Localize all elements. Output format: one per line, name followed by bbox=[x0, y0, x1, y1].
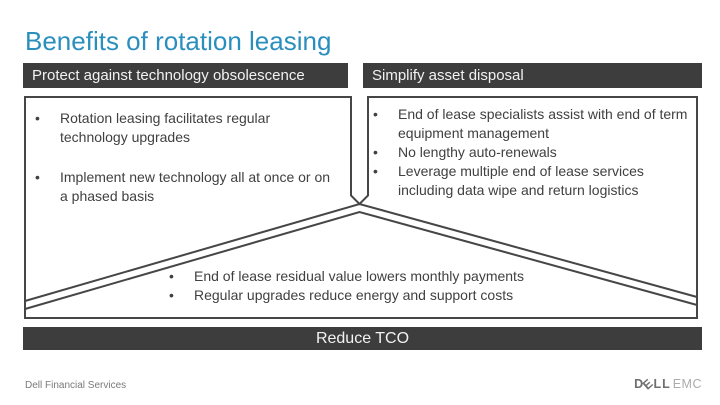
bullet-dot bbox=[369, 162, 398, 181]
dell-wordmark: DELL bbox=[634, 376, 671, 393]
bullet-item: End of lease specialists assist with end… bbox=[369, 105, 695, 143]
logo-letters-ll: LL bbox=[653, 377, 671, 391]
emc-wordmark: EMC bbox=[672, 377, 702, 391]
bullet-text: Leverage multiple end of lease services … bbox=[398, 163, 644, 198]
bullet-item: No lengthy auto-renewals bbox=[369, 143, 695, 162]
right-column-header: Simplify asset disposal bbox=[363, 63, 702, 88]
bullet-item: Rotation leasing facilitates regular tec… bbox=[31, 109, 336, 147]
footer-brand-text: Dell Financial Services bbox=[25, 380, 127, 391]
left-column-header: Protect against technology obsolescence bbox=[23, 63, 348, 88]
slide-title: Benefits of rotation leasing bbox=[25, 26, 332, 56]
bullet-text: Implement new technology all at once or … bbox=[60, 169, 331, 204]
bullet-text: No lengthy auto-renewals bbox=[398, 144, 557, 160]
right-column-bullet-list: End of lease specialists assist with end… bbox=[369, 105, 695, 200]
bullet-text: Rotation leasing facilitates regular tec… bbox=[60, 110, 271, 145]
left-column-bullet-list: Rotation leasing facilitates regular tec… bbox=[31, 109, 336, 227]
bullet-dot bbox=[165, 267, 194, 286]
bullet-dot bbox=[31, 109, 60, 128]
bullet-item: Implement new technology all at once or … bbox=[31, 168, 336, 206]
bullet-item: End of lease residual value lowers month… bbox=[165, 267, 595, 286]
bullet-item: Leverage multiple end of lease services … bbox=[369, 162, 695, 200]
bullet-dot bbox=[369, 143, 398, 162]
bullet-text: Regular upgrades reduce energy and suppo… bbox=[194, 287, 514, 303]
bullet-dot bbox=[369, 105, 398, 124]
bullet-dot bbox=[31, 168, 60, 187]
reduce-tco-bar: Reduce TCO bbox=[23, 327, 702, 350]
logo-letter-d: D bbox=[634, 377, 645, 391]
bullet-item: Regular upgrades reduce energy and suppo… bbox=[165, 286, 595, 305]
merged-benefits-bullet-list: End of lease residual value lowers month… bbox=[165, 267, 595, 305]
bullet-text: End of lease residual value lowers month… bbox=[194, 268, 524, 284]
bullet-dot bbox=[165, 286, 194, 305]
bullet-text: End of lease specialists assist with end… bbox=[398, 106, 688, 141]
